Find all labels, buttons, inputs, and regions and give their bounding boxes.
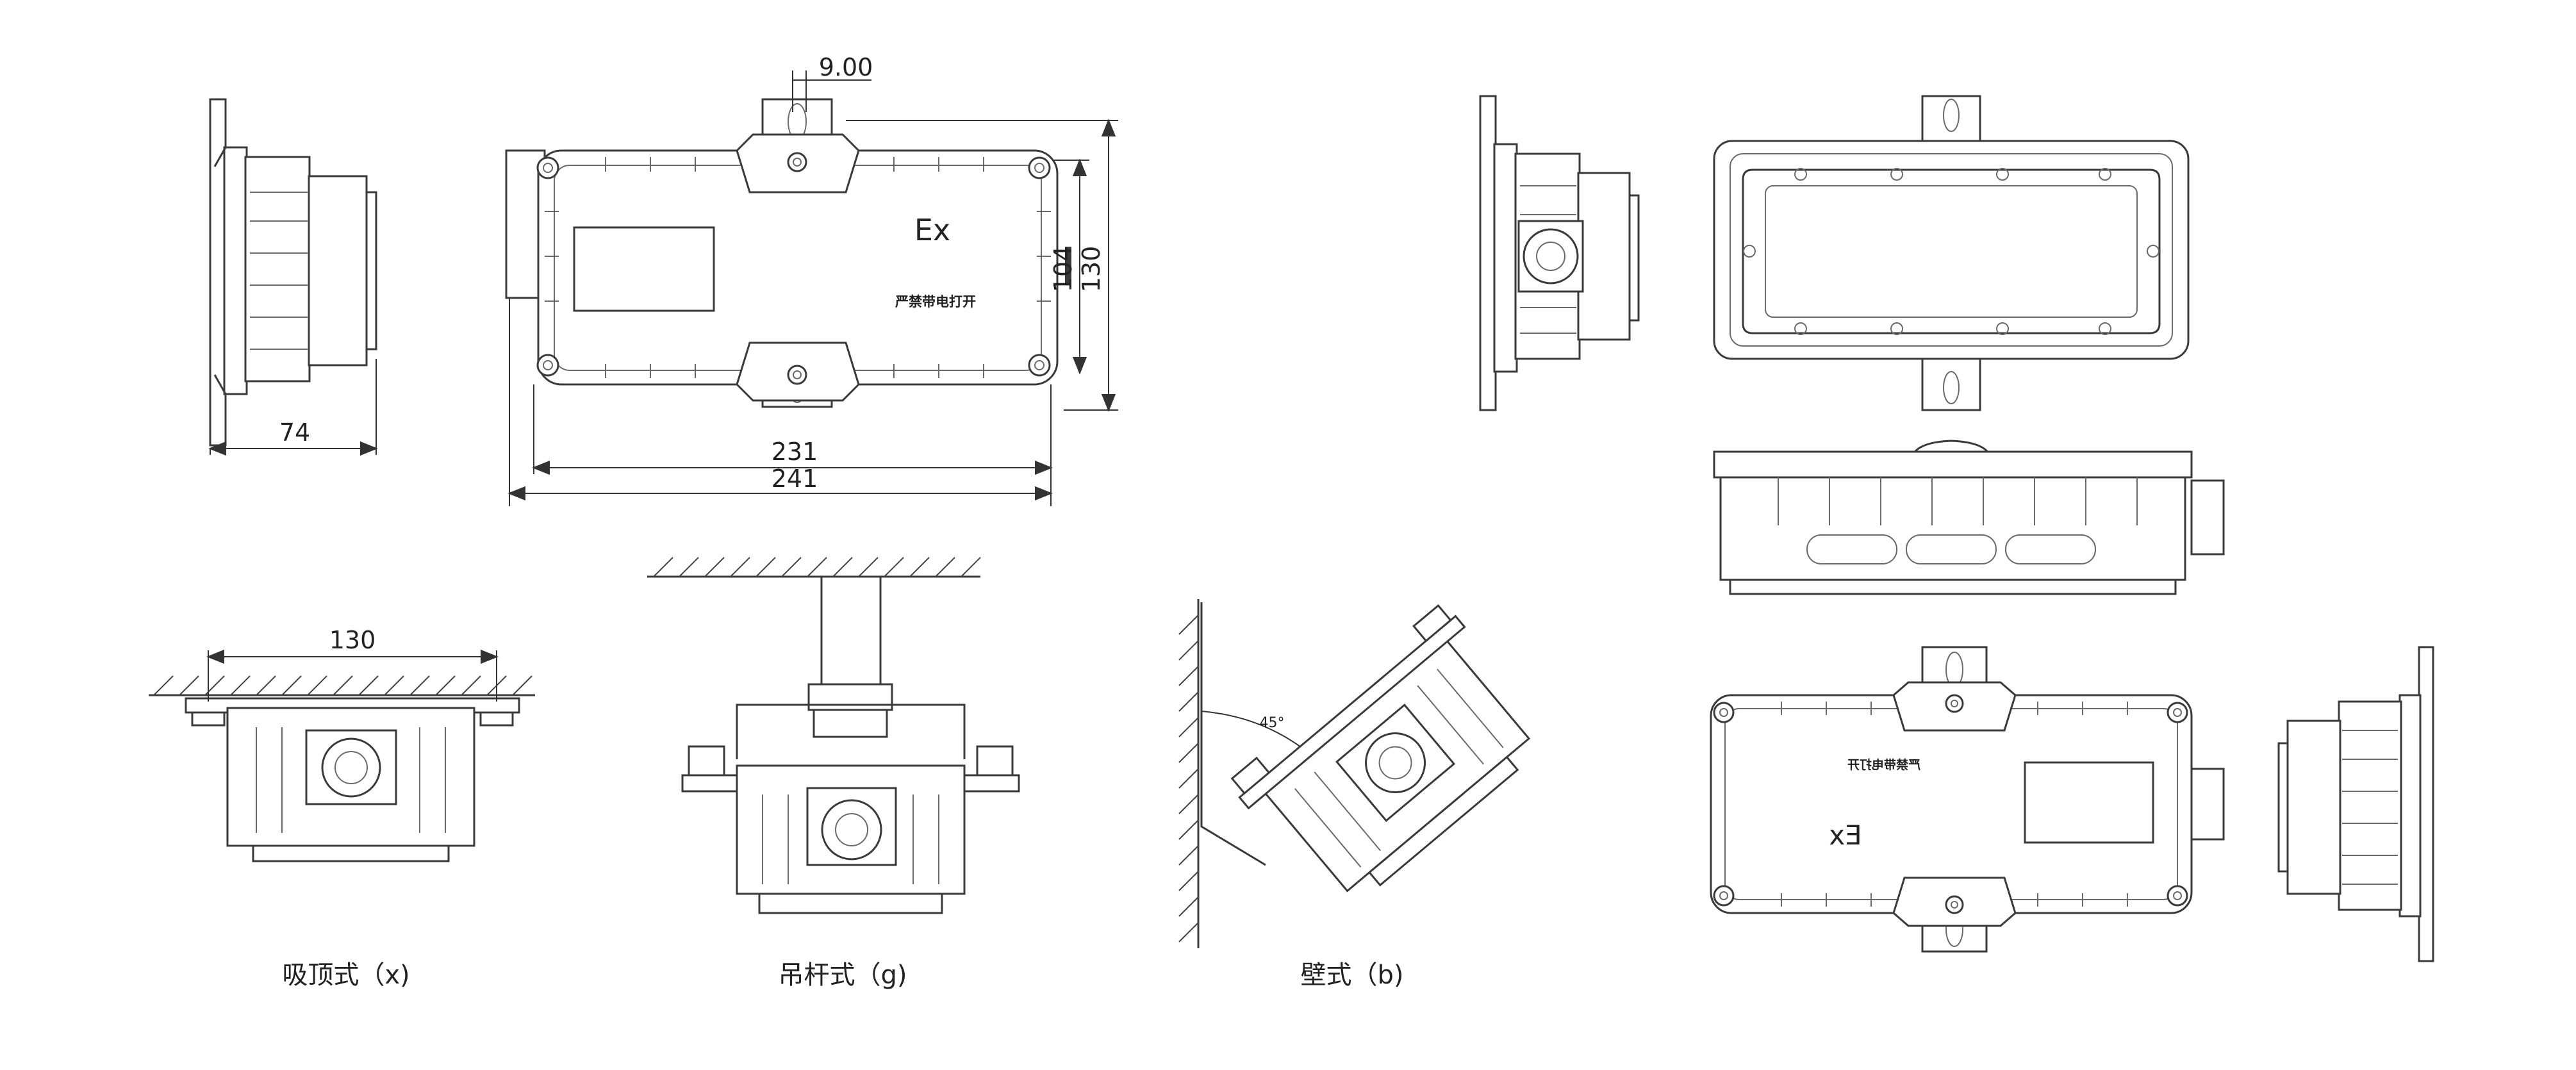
dim-9-label: 9.00 <box>819 53 873 81</box>
dim-130-mount-label: 130 <box>329 626 376 654</box>
front-view-mirrored: 严禁带电打开 Ex <box>1710 646 2225 953</box>
wall-mount-view: 45° <box>1178 599 1531 948</box>
dimension-241: 241 <box>508 298 1053 506</box>
ceiling-mount-view <box>149 675 535 862</box>
dimension-9: 9.00 <box>792 53 873 112</box>
pendant-mount-view <box>647 557 1020 914</box>
dim-241-label: 241 <box>772 465 818 493</box>
caption-ceiling: 吸顶式（x) <box>282 960 409 990</box>
front-warning-label: 严禁带电打开 <box>895 294 976 309</box>
front-ex-mark: Ex <box>914 213 950 247</box>
rear-ex-mark: Ex <box>1829 819 1862 851</box>
dim-104-label: 104 <box>1049 246 1077 293</box>
dimension-130-mount: 130 <box>206 626 499 702</box>
back-view-window <box>1713 95 2190 411</box>
side-view-long <box>1713 440 2225 595</box>
dim-130-side-label: 130 <box>1077 246 1105 293</box>
dimension-104: 104 <box>1049 158 1089 375</box>
caption-pendant: 吊杆式（g) <box>779 960 907 990</box>
dim-231-label: 231 <box>772 438 818 466</box>
caption-wall: 壁式（b) <box>1301 960 1404 990</box>
side-view-left <box>209 98 377 447</box>
side-view-gland <box>1479 95 1640 411</box>
dimension-231: 231 <box>532 384 1053 475</box>
dimension-130-side: 130 <box>846 119 1118 412</box>
dim-74-label: 74 <box>279 418 310 447</box>
rear-warning-label: 严禁带电打开 <box>1847 757 1920 772</box>
dimension-74: 74 <box>208 359 378 456</box>
side-view-right <box>2277 646 2434 962</box>
angle-45-label: 45° <box>1260 715 1285 731</box>
front-view: Ex 严禁带电打开 <box>505 98 1071 408</box>
